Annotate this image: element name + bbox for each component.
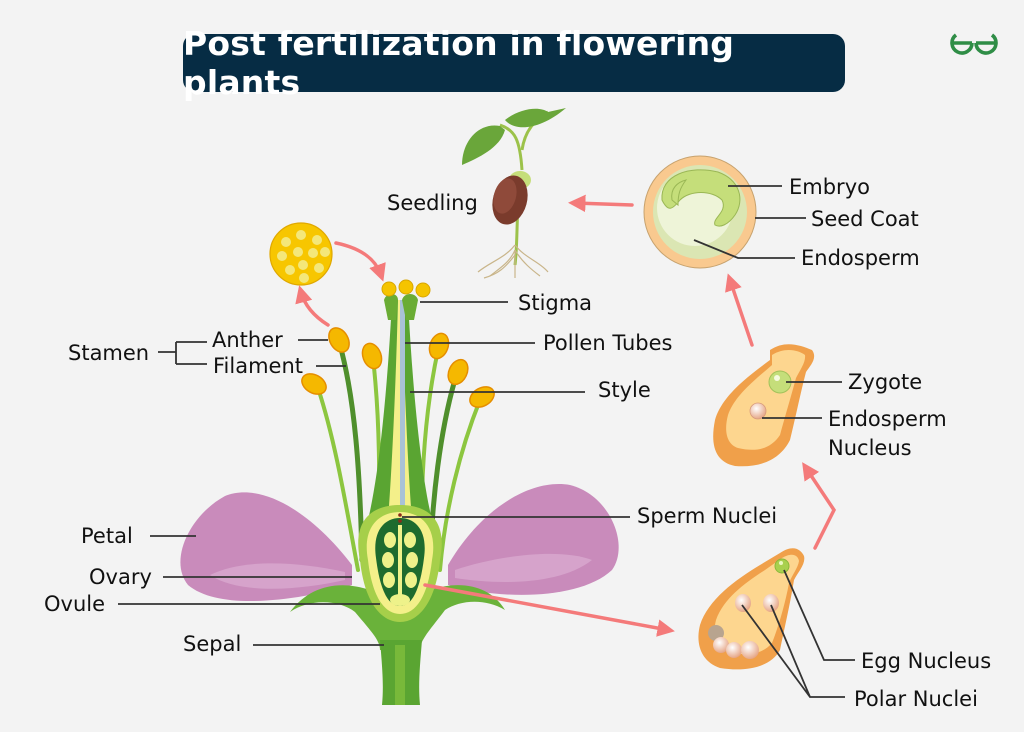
- fertilized-embryo-sac: [713, 344, 815, 467]
- label-petal: Petal: [81, 524, 133, 548]
- label-ovule: Ovule: [44, 592, 106, 616]
- arrow-seed-to-seedling: [568, 194, 634, 213]
- leaf-left: [462, 125, 505, 165]
- label-polar-nuclei: Polar Nuclei: [854, 687, 978, 711]
- egg-nucleus: [774, 558, 790, 574]
- leaf-right: [505, 108, 566, 128]
- label-stigma: Stigma: [518, 291, 593, 315]
- leader-lines: [118, 185, 855, 698]
- label-seedling: Seedling: [387, 191, 478, 215]
- label-embryo: Embryo: [789, 175, 870, 199]
- leader-polar-nuclei: [741, 604, 845, 698]
- label-endosperm: Endosperm: [801, 246, 920, 270]
- arrow-embryo-sac-to-zygote: [802, 462, 837, 550]
- ovules: [382, 525, 418, 606]
- label-egg-nucleus: Egg Nucleus: [861, 649, 992, 673]
- pollen-tube: [400, 300, 405, 522]
- page-title: Post fertilization in flowering plants: [183, 24, 735, 102]
- polar-nucleus-1: [735, 594, 751, 612]
- stigma: [381, 279, 431, 320]
- label-stamen: Stamen: [68, 341, 150, 365]
- label-ovary: Ovary: [89, 565, 152, 589]
- leader-egg-nucleus: [783, 569, 855, 661]
- flow-arrows: [295, 194, 837, 637]
- arrow-zygote-to-seed: [725, 273, 754, 347]
- endosperm-nucleus: [749, 402, 767, 420]
- leader-stamen-bracket: [158, 341, 207, 365]
- label-anther: Anther: [212, 328, 283, 352]
- label-pollen-tubes: Pollen Tubes: [543, 331, 673, 355]
- arrow-pollen-to-stigma: [334, 241, 386, 282]
- seed-illustration: [643, 155, 757, 269]
- embryo-sac: [698, 548, 805, 670]
- label-filament: Filament: [213, 354, 304, 378]
- seedling-illustration: [462, 108, 566, 279]
- leader-endosperm: [693, 239, 795, 259]
- pollen-grain: [269, 222, 333, 286]
- arrow-anther-to-pollen: [295, 285, 330, 327]
- label-endosperm-nucleus-line2: Nucleus: [828, 436, 912, 460]
- sperm-nuclei-dot: [398, 513, 402, 517]
- title-banner: Post fertilization in flowering plants: [183, 24, 845, 102]
- label-seed-coat: Seed Coat: [811, 207, 919, 231]
- label-endosperm-nucleus-line1: Endosperm: [828, 407, 947, 431]
- roots: [477, 244, 549, 279]
- label-sperm-nuclei: Sperm Nuclei: [637, 504, 778, 528]
- label-zygote: Zygote: [848, 370, 923, 394]
- polar-nucleus-2: [763, 594, 779, 612]
- flower-illustration: [180, 279, 619, 705]
- arrow-ovary-to-embryo-sac: [423, 583, 675, 637]
- antipodal-cells: [708, 625, 759, 659]
- label-style: Style: [598, 378, 651, 402]
- geeksforgeeks-logo-icon: [950, 33, 998, 55]
- label-sepal: Sepal: [183, 632, 242, 656]
